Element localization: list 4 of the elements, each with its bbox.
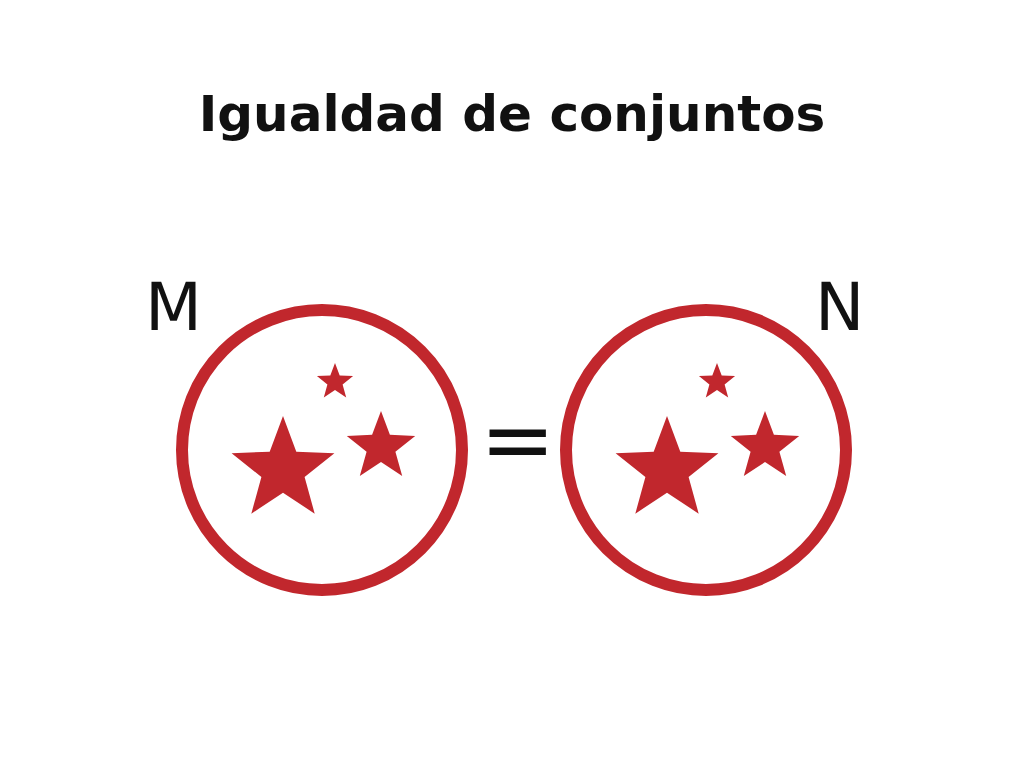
equals-sign: = — [480, 395, 556, 485]
title: Igualdad de conjuntos — [197, 85, 827, 143]
set-label: M — [145, 275, 202, 341]
set-label: N — [815, 275, 865, 341]
